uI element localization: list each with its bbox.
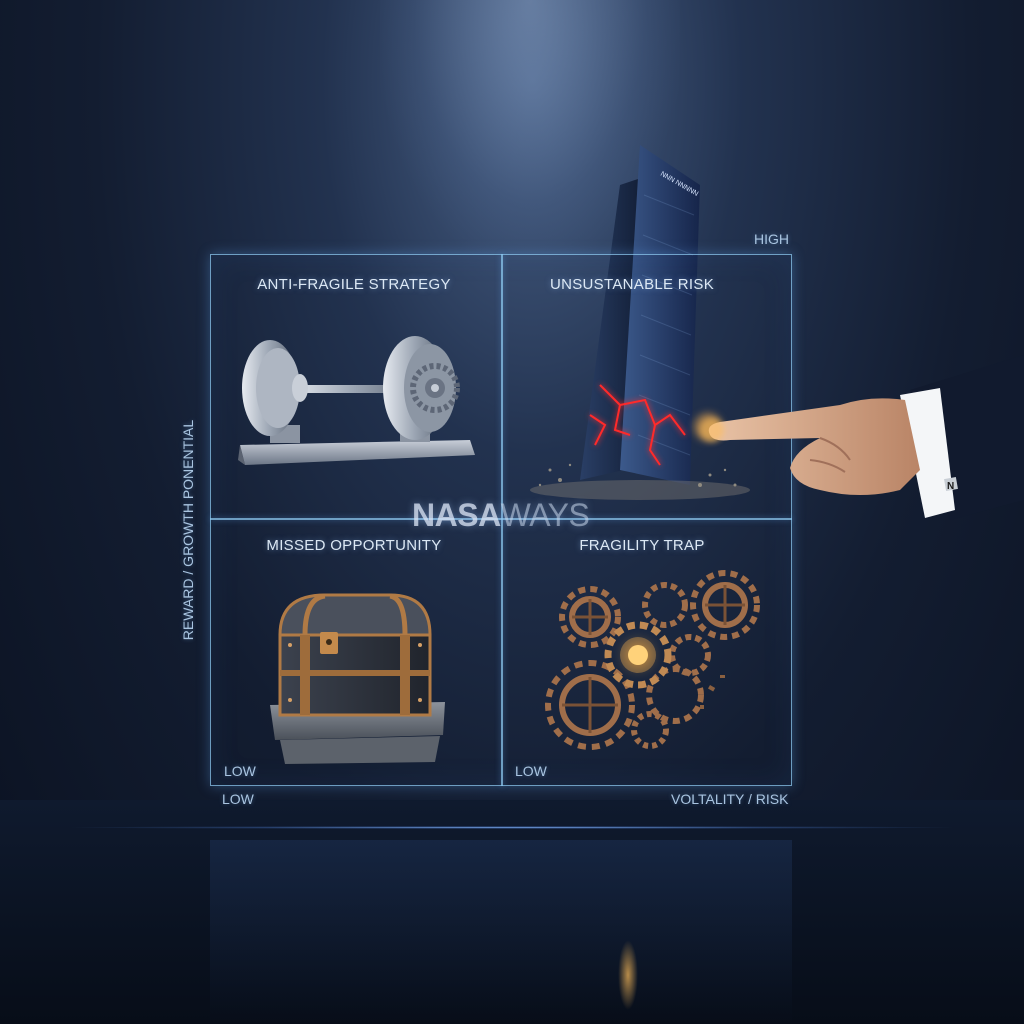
quadrant-title-anti-fragile: ANTI-FRAGILE STRATEGY (257, 276, 451, 293)
quadrant-low-label-right: LOW (515, 763, 547, 779)
quadrant-title-fragility-trap: FRAGILITY TRAP (579, 537, 705, 554)
floor-reflection (210, 840, 792, 1024)
pointing-hand-icon: N (700, 355, 1024, 520)
reflection-glow (618, 940, 638, 1010)
x-axis-title: VOLTALITY / RISK (671, 791, 789, 807)
x-axis-low-label: LOW (222, 791, 254, 807)
brand-part-2: WAYS (500, 497, 590, 533)
y-axis-title: REWARD / GROWTH PONENTIAL (180, 419, 196, 641)
gears-icon (545, 570, 760, 750)
brand-part-1: NASA (412, 497, 501, 533)
quadrant-low-label-left: LOW (224, 763, 256, 779)
quadrant-title-unsustainable-risk: UNSUSTANABLE RISK (549, 276, 715, 293)
floor-light-line (60, 826, 964, 829)
y-axis-high-label: HIGH (754, 231, 789, 247)
treasure-chest-icon (270, 593, 445, 764)
floor (0, 800, 1024, 1024)
quadrant-title-missed-opportunity: MISSED OPPORTUNITY (266, 537, 442, 554)
matrix-vertical-divider (501, 254, 503, 786)
cufflink: N (947, 481, 954, 492)
brand-watermark: NASAWAYS (412, 497, 590, 534)
matrix-horizontal-divider (210, 518, 792, 520)
dumbbell-icon (238, 336, 475, 465)
